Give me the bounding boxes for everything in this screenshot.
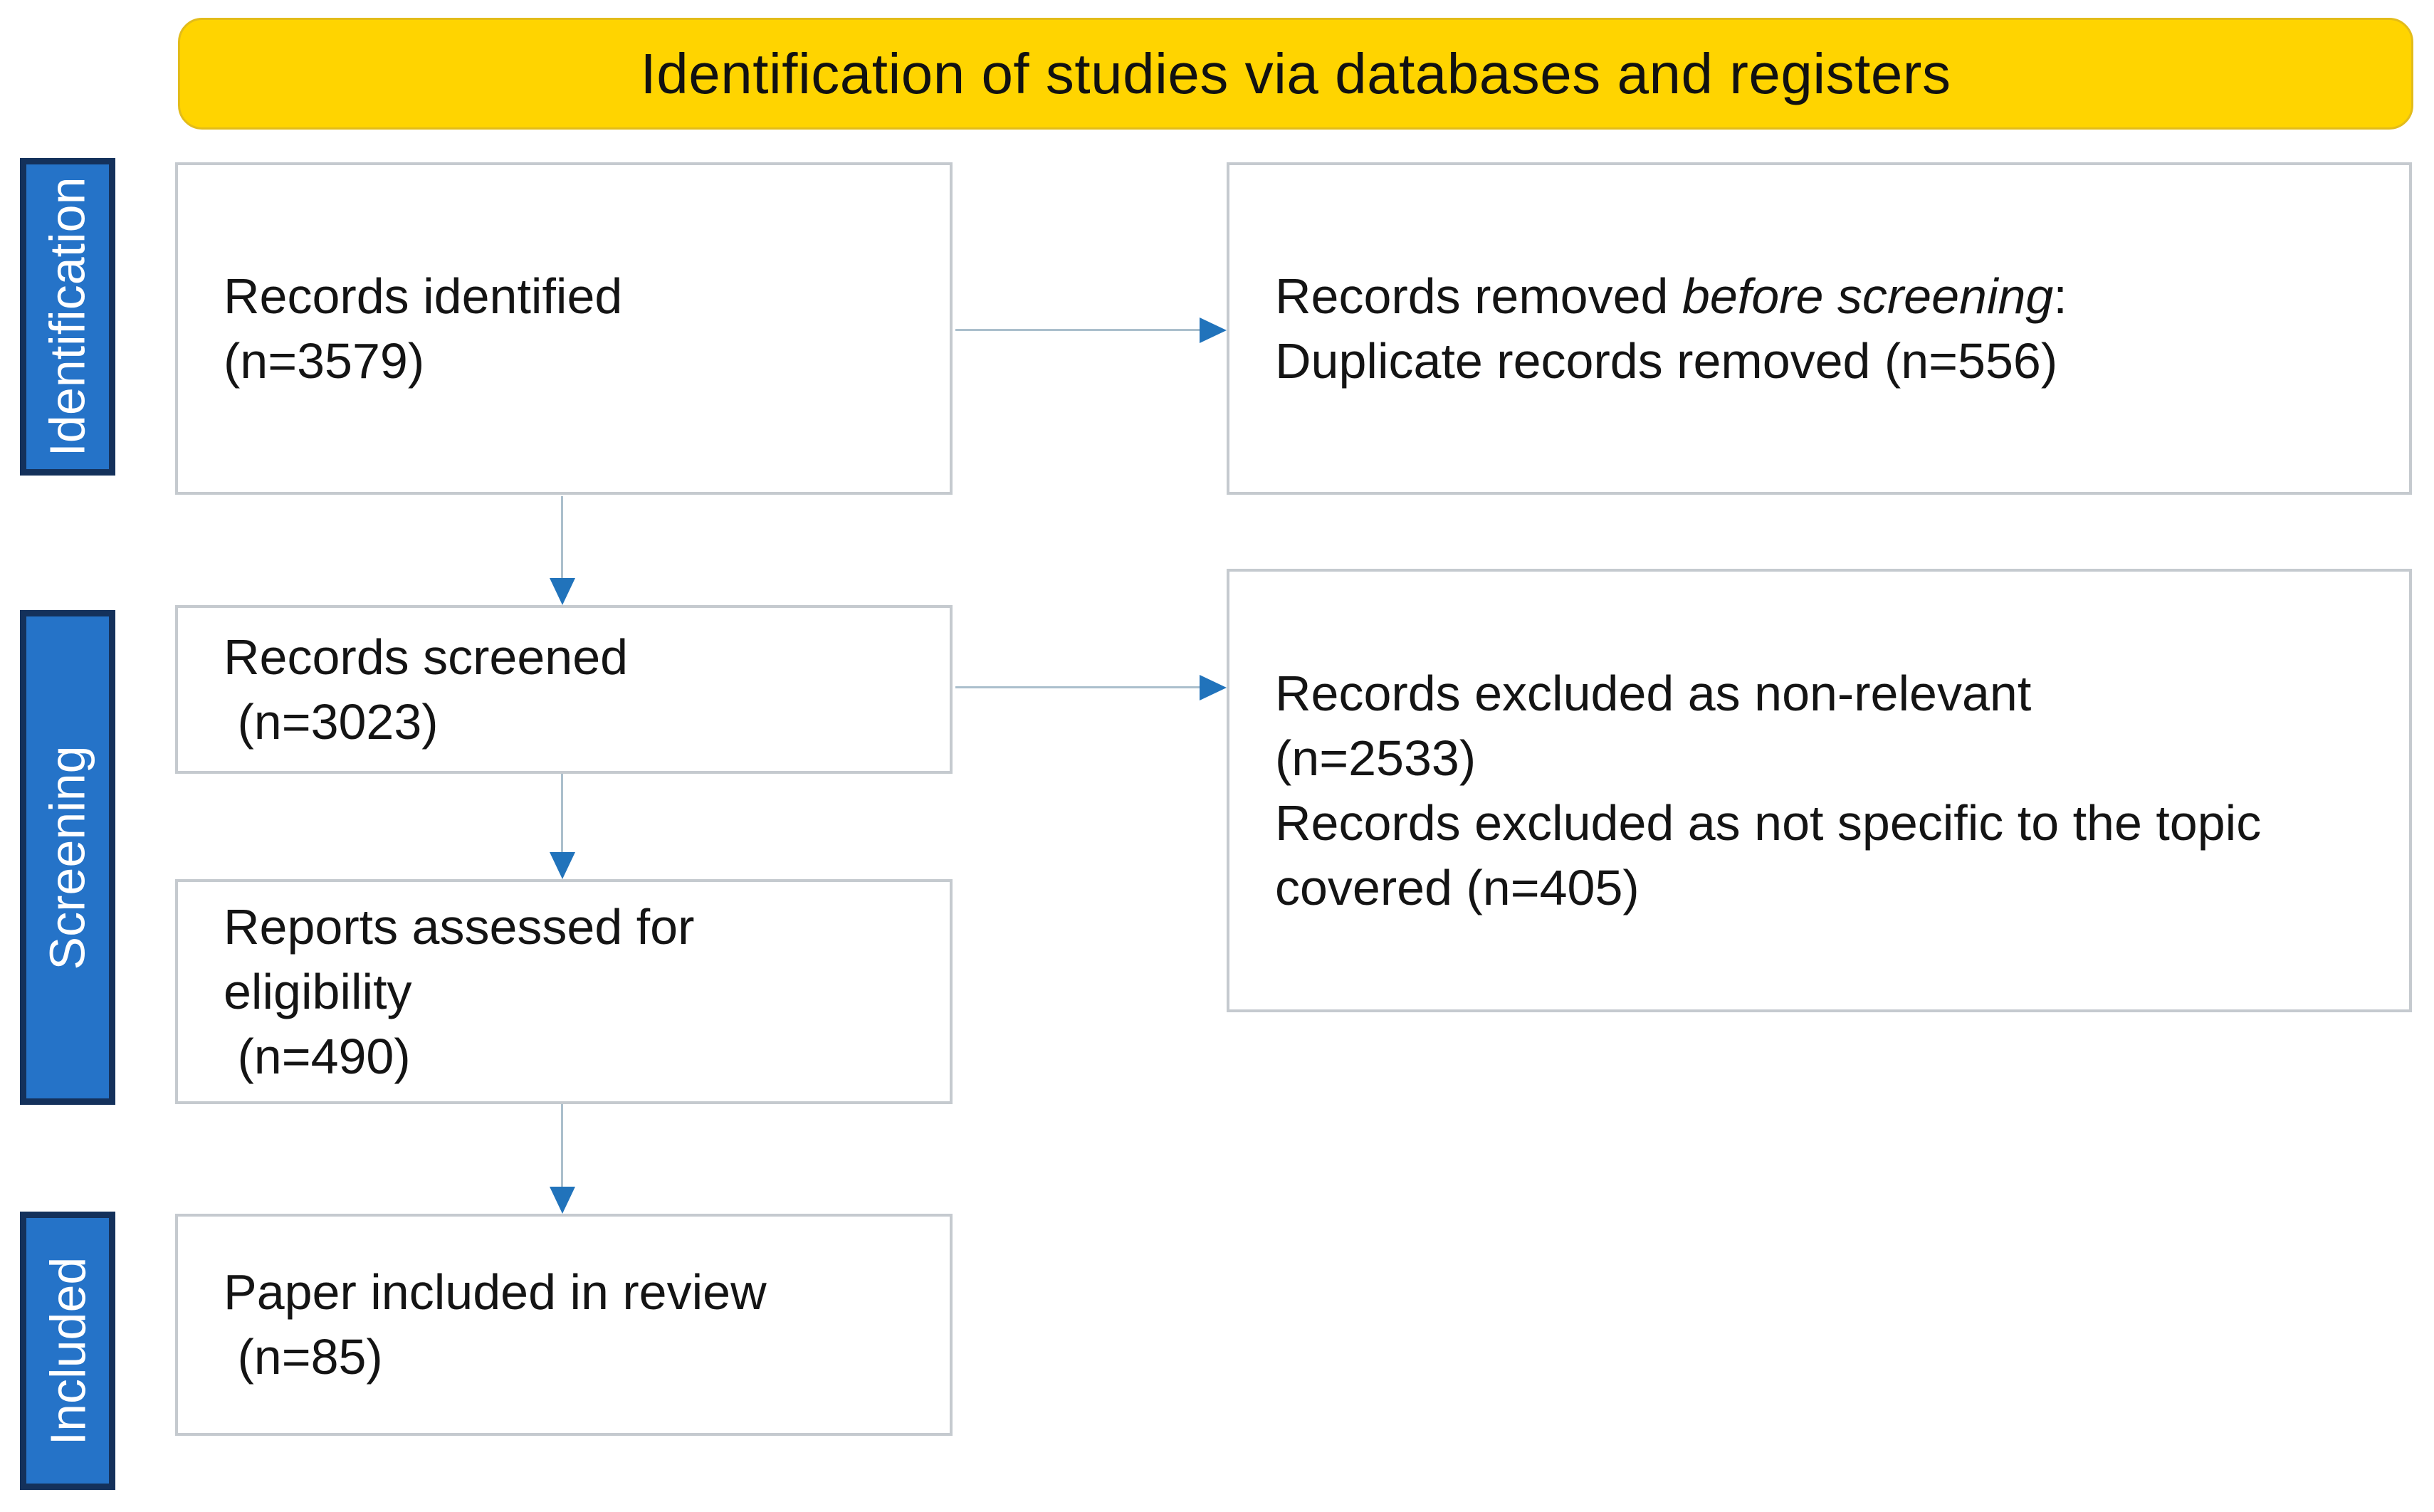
- arrowhead-down-icon: [550, 578, 575, 605]
- box-records-identified: Records identified (n=3579): [175, 162, 953, 495]
- arrowhead-down-icon: [550, 852, 575, 879]
- box-text-line: (n=490): [224, 1028, 411, 1084]
- arrowhead-right-icon: [1200, 317, 1227, 343]
- box-text-line: (n=85): [224, 1329, 383, 1385]
- arrow-line: [955, 686, 1200, 688]
- banner-title: Identification of studies via databases …: [640, 41, 1951, 105]
- arrow-line: [955, 329, 1200, 331]
- arrowhead-down-icon: [550, 1187, 575, 1214]
- records-removed-italic: before screening: [1682, 268, 2054, 324]
- box-text-line: eligibility: [224, 963, 412, 1019]
- arrow-identified-to-screened: [548, 496, 577, 605]
- stage-bar-label: Identification: [40, 177, 96, 457]
- stage-bar-label: Included: [40, 1256, 95, 1445]
- box-reports-assessed: Reports assessed for eligibility (n=490): [175, 879, 953, 1104]
- arrow-assessed-to-included: [548, 1104, 577, 1214]
- box-text-line: (n=3023): [224, 693, 439, 750]
- stage-bar-label: Screening: [40, 745, 95, 970]
- stage-bar-screening: Screening: [20, 610, 115, 1105]
- box-text-line: Duplicate records removed (n=556): [1275, 332, 2058, 389]
- box-records-excluded: Records excluded as non-relevant (n=2533…: [1227, 569, 2412, 1012]
- box-text-line: covered (n=405): [1275, 859, 1640, 915]
- box-records-removed: Records removed before screening: Duplic…: [1227, 162, 2412, 495]
- arrow-line: [561, 1104, 563, 1188]
- arrow-screened-to-assessed: [548, 774, 577, 879]
- box-text-line: Records screened: [224, 629, 629, 685]
- arrow-line: [561, 496, 563, 579]
- arrow-line: [561, 774, 563, 854]
- box-text-line: (n=2533): [1275, 730, 1476, 786]
- records-removed-suffix: :: [2053, 268, 2067, 324]
- arrowhead-right-icon: [1200, 675, 1227, 700]
- arrow-identified-to-removed: [955, 316, 1227, 345]
- records-removed-prefix: Records removed: [1275, 268, 1682, 324]
- stage-bar-included: Included: [20, 1212, 115, 1490]
- banner-identification-of-studies: Identification of studies via databases …: [178, 18, 2413, 130]
- box-text-line: (n=3579): [224, 332, 425, 389]
- stage-bar-identification: Identification: [20, 158, 115, 476]
- box-text-line: Records removed before screening:: [1275, 264, 2364, 329]
- box-text-line: Records identified: [224, 268, 623, 324]
- box-text-line: Records excluded as not specific to the …: [1275, 794, 2262, 851]
- box-text-line: Paper included in review: [224, 1264, 767, 1320]
- box-text-line: Reports assessed for: [224, 898, 695, 955]
- box-records-screened: Records screened (n=3023): [175, 605, 953, 774]
- arrow-screened-to-excluded: [955, 673, 1227, 702]
- box-paper-included: Paper included in review (n=85): [175, 1214, 953, 1436]
- box-text-line: Records excluded as non-relevant: [1275, 665, 2032, 721]
